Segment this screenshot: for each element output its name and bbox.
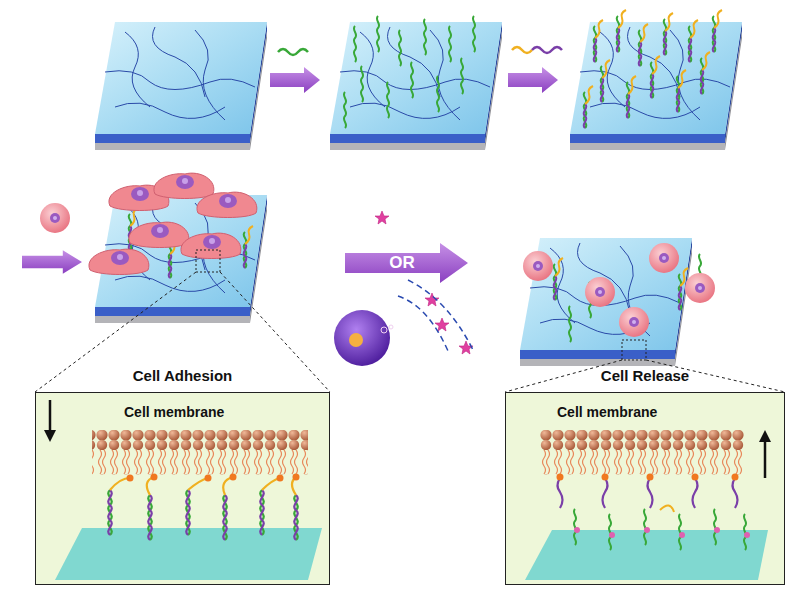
inset-panel: Cell AdhesionCell membrane xyxy=(35,392,330,585)
step-arrow xyxy=(508,47,562,93)
substrate-step3 xyxy=(570,10,742,150)
substrate-step2 xyxy=(330,16,502,150)
panel-heading: Cell Release xyxy=(506,367,784,384)
arrow-label: OR xyxy=(389,253,415,273)
membrane-label: Cell membrane xyxy=(121,404,227,420)
panel-heading: Cell Adhesion xyxy=(36,367,329,384)
released-cells xyxy=(505,238,785,392)
release-inset xyxy=(505,392,785,585)
substrate-step1 xyxy=(95,22,267,150)
release-trigger xyxy=(334,211,473,366)
membrane-label: Cell membrane xyxy=(554,404,660,420)
adhered-cells xyxy=(35,173,330,392)
inset-panel: Cell ReleaseCell membrane xyxy=(505,392,785,585)
adhesion-inset xyxy=(35,392,330,585)
step-arrow xyxy=(270,49,320,93)
cell-seeding xyxy=(22,203,82,274)
